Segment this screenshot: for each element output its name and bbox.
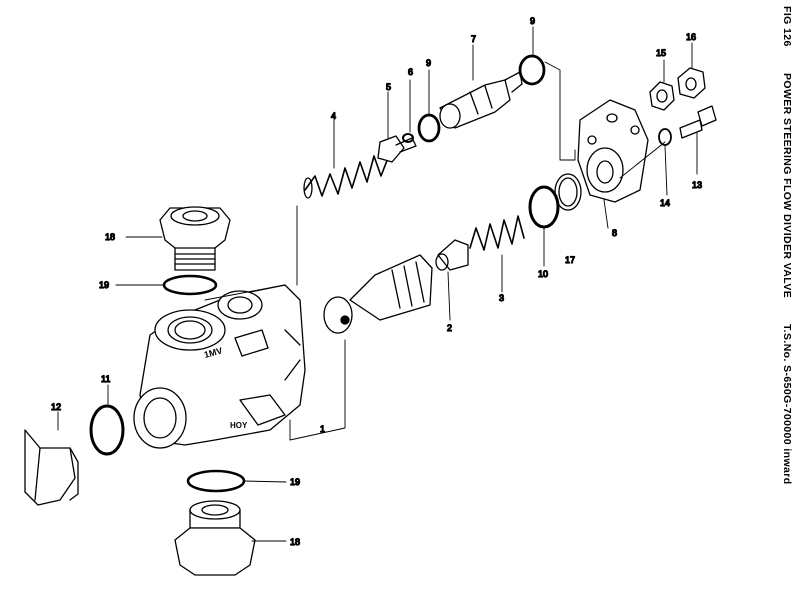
cover-8 xyxy=(577,99,649,203)
callout-15: 15 xyxy=(656,48,666,58)
callout-18-bottom: 18 xyxy=(290,537,300,547)
callout-10: 10 xyxy=(538,269,548,279)
serial-range: T.S.No. S-650G-700000 inward xyxy=(781,323,793,485)
o-ring-10 xyxy=(528,185,560,229)
callout-13: 13 xyxy=(692,180,702,190)
callout-18-top: 18 xyxy=(105,232,115,242)
plug-18-bottom xyxy=(174,500,256,576)
callout-8: 8 xyxy=(612,228,617,238)
o-ring-6 xyxy=(402,133,414,143)
callout-12: 12 xyxy=(51,402,61,412)
spring-3 xyxy=(469,215,525,251)
figure-title-block: FIG 126POWER STEERING FLOW DIVIDER VALVE… xyxy=(781,6,793,485)
callout-16: 16 xyxy=(686,32,696,42)
callout-1: 1 xyxy=(320,424,325,434)
callout-6: 6 xyxy=(408,67,413,77)
cap-2 xyxy=(435,239,469,271)
o-ring-9-right xyxy=(518,54,546,86)
callout-17: 17 xyxy=(565,255,575,265)
callout-19-lower: 19 xyxy=(290,477,300,487)
svg-text:HOY: HOY xyxy=(230,421,248,430)
spring-4 xyxy=(303,155,389,199)
washer-14 xyxy=(658,128,672,146)
nut-15 xyxy=(649,81,675,111)
o-ring-11 xyxy=(89,404,125,456)
o-ring-19-lower xyxy=(186,469,246,493)
shim-17 xyxy=(554,173,582,211)
callout-5: 5 xyxy=(386,82,391,92)
svg-text:1MV: 1MV xyxy=(203,345,223,359)
valve-body: 1MV HOY xyxy=(133,284,306,449)
o-ring-19-upper xyxy=(162,274,218,296)
callout-9-left: 9 xyxy=(426,58,431,68)
callout-14: 14 xyxy=(660,198,670,208)
plug-18-top xyxy=(159,206,231,271)
figure-title: POWER STEERING FLOW DIVIDER VALVE xyxy=(781,72,793,298)
spool xyxy=(323,254,433,334)
leader-lines xyxy=(57,26,698,542)
nut-16 xyxy=(677,67,706,99)
callout-2: 2 xyxy=(447,323,452,333)
plug-12 xyxy=(24,429,79,506)
check-valve-5 xyxy=(377,135,417,163)
callout-11: 11 xyxy=(101,374,110,384)
callout-4: 4 xyxy=(331,111,336,121)
callout-3: 3 xyxy=(499,293,504,303)
o-ring-9-left xyxy=(417,113,441,143)
bolt-13 xyxy=(679,105,717,139)
callout-7: 7 xyxy=(471,34,476,44)
figure-label: FIG 126 xyxy=(781,6,793,47)
callout-9-right: 9 xyxy=(530,16,535,26)
retainer-7 xyxy=(439,71,523,129)
callout-19-upper: 19 xyxy=(99,280,109,290)
